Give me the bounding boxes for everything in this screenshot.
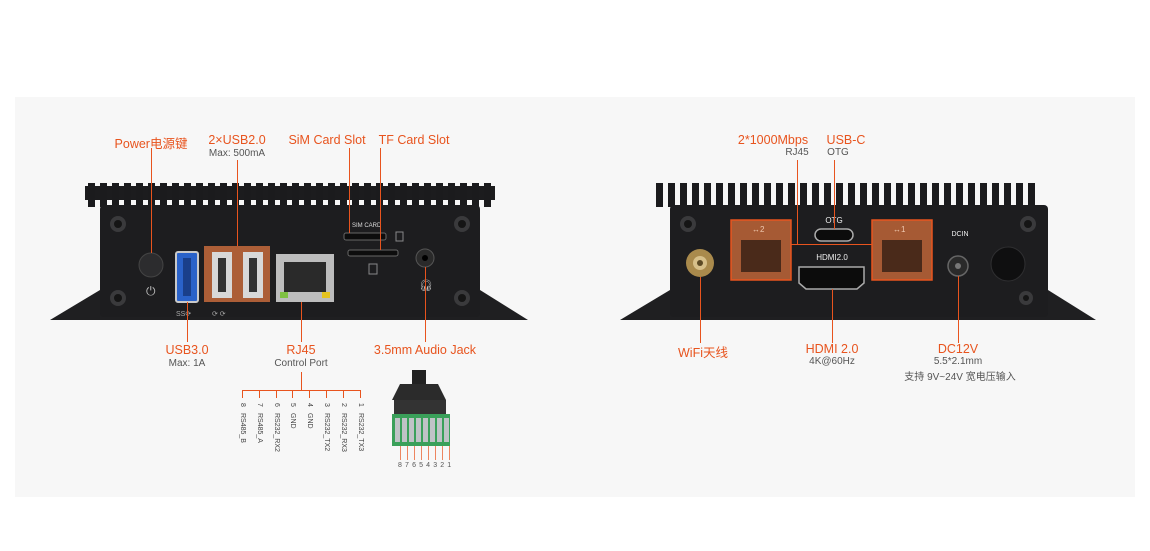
pinout-number: 8: [239, 403, 246, 407]
pinout-number: 4: [306, 403, 314, 407]
label-lan-sub: RJ45: [785, 147, 809, 158]
label-rj45-sub: Control Port: [274, 358, 328, 369]
terminal-pin-line: [400, 446, 401, 460]
pinout-number: 3: [323, 403, 330, 407]
leader-lan-h: [791, 244, 872, 245]
terminal-block: [392, 370, 450, 446]
pinout-signal: RS485_B: [239, 413, 246, 443]
label-usb2-sub: Max: 500mA: [208, 148, 266, 159]
pinout-tick: [342, 390, 344, 398]
leader-wifi: [700, 277, 701, 343]
pinout-tick: [292, 390, 294, 398]
device-print-hdmi: HDMI2.0: [816, 253, 848, 262]
leader-usb2: [237, 160, 238, 246]
leader-power: [151, 148, 152, 253]
pinout-tick: [275, 390, 277, 398]
pinout-tick: [309, 390, 311, 398]
device-print-dcin: DCIN: [951, 231, 969, 238]
terminal-pin-line: [435, 446, 436, 460]
label-hdmi: HDMI 2.0: [805, 342, 859, 356]
pinout-signal: RS232_TX2: [323, 413, 330, 452]
leader-usb3: [187, 302, 188, 342]
terminal-pin-line: [407, 446, 408, 460]
hdmi-port: [798, 266, 865, 290]
leader-sim: [349, 148, 350, 233]
label-usb2: 2×USB2.0: [208, 133, 266, 147]
leader-usbc: [834, 160, 835, 229]
device-print-lan1: ↔1: [893, 225, 906, 234]
svg-text:⏻: ⏻: [146, 284, 156, 298]
label-usbc-sub: OTG: [827, 147, 849, 158]
label-usbc: USB-C: [826, 133, 866, 147]
leader-tf: [380, 148, 381, 250]
pinout-number: 6: [272, 403, 280, 407]
terminal-pin-line: [428, 446, 429, 460]
leader-rj45: [301, 302, 302, 342]
sim-slot: [343, 232, 387, 241]
pinout-signal: RS485_A: [255, 413, 263, 443]
device-print-lan2: ↔2: [752, 225, 765, 234]
label-dc-sub1: 5.5*2.1mm: [933, 356, 983, 367]
label-audio: 3.5mm Audio Jack: [373, 343, 477, 357]
terminal-pin-line: [449, 446, 450, 460]
label-hdmi-sub: 4K@60Hz: [809, 356, 855, 367]
pinout-tick: [258, 390, 260, 398]
leader-audio: [425, 267, 426, 342]
pinout-bracket: [242, 390, 360, 391]
pinout-number: 5: [289, 403, 297, 407]
label-dc-sub2: 支持 9V~24V 宽电压输入: [904, 372, 1016, 383]
svg-text:⟳ ⟳: ⟳ ⟳: [212, 311, 226, 318]
terminal-pin-line: [414, 446, 415, 460]
usbc-port: [814, 228, 854, 242]
power-button: [138, 252, 164, 278]
label-usb3-sub: Max: 1A: [168, 358, 206, 369]
tf-slot: [347, 249, 399, 257]
svg-text:SS⟳: SS⟳: [176, 311, 191, 318]
pinout-signal: GND: [289, 413, 297, 429]
pinout-number: 2: [339, 403, 347, 407]
label-power: Power电源键: [114, 137, 188, 151]
label-usb3: USB3.0: [165, 343, 209, 357]
label-dc: DC12V: [937, 342, 979, 356]
device-print-sim-card: SIM CARD: [352, 223, 382, 229]
pinout-stem: [301, 372, 302, 390]
label-wifi: WiFi天线: [678, 346, 728, 360]
pinout-tick: [359, 390, 361, 398]
leader-dc: [958, 276, 959, 343]
terminal-pin-line: [442, 446, 443, 460]
pinout-tick: [242, 390, 243, 398]
pinout-tick: [326, 390, 327, 398]
label-rj45: RJ45: [286, 343, 316, 357]
pinout-signal: RS232_RX2: [272, 413, 280, 452]
terminal-pin-line: [421, 446, 422, 460]
pinout-signal: RS232_RX3: [339, 413, 347, 452]
pinout-signal: RS232_TX3: [356, 413, 364, 452]
terminal-numbers: 8 7 6 5 4 3 2 1: [398, 462, 452, 469]
label-sim: SiM Card Slot: [288, 133, 366, 147]
label-tf: TF Card Slot: [378, 133, 450, 147]
pinout-signal: GND: [306, 413, 314, 429]
leader-lan: [797, 160, 798, 244]
label-lan: 2*1000Mbps: [737, 133, 809, 147]
pinout-number: 7: [255, 403, 263, 407]
pinout-number: 1: [356, 403, 364, 407]
leader-hdmi: [832, 289, 833, 343]
